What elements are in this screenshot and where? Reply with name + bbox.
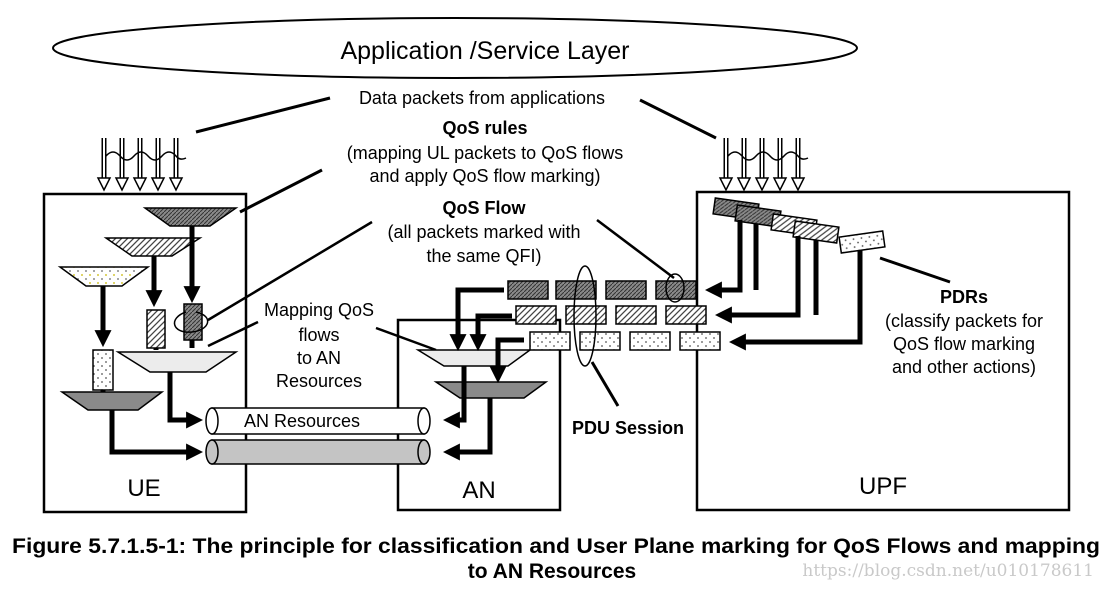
ue-flow-loop <box>173 311 209 333</box>
pointer-line-qos-flow-ue <box>207 220 373 322</box>
mapping-line1: Mapping QoS <box>264 300 374 320</box>
pdu-packet-hatched-4 <box>665 305 707 325</box>
application-layer-label: Application /Service Layer <box>340 37 629 65</box>
ue-mapper-lower <box>59 391 165 411</box>
ue-classifier-hatched <box>103 237 203 257</box>
an-resources-pipe-upper <box>205 407 431 435</box>
ue-arrow-to-an-resources-upper <box>167 372 204 429</box>
an-entry-arrow-2 <box>469 313 512 352</box>
ue-mapper-upper <box>115 351 239 373</box>
pdu-packet-dark-1 <box>507 280 549 300</box>
ue-box <box>42 192 248 514</box>
qos-flow-line1: (all packets marked with <box>387 222 580 242</box>
watermark: https://blog.csdn.net/u010178611 <box>802 561 1094 581</box>
an-resources-label: AN Resources <box>244 411 360 431</box>
pdu-session-ellipse <box>573 265 597 367</box>
pdu-session-label: PDU Session <box>572 418 684 438</box>
pdu-packet-hatched-3 <box>615 305 657 325</box>
qos-flow-loop-upf <box>665 273 685 303</box>
pdrs-line1: (classify packets for <box>885 311 1043 331</box>
qos-rules-line1: (mapping UL packets to QoS flows <box>347 143 623 163</box>
pointer-line-mapping-an <box>375 326 437 352</box>
pointer-line-qos-flow-upf <box>596 219 675 279</box>
pdu-packet-dotted-2 <box>579 331 621 351</box>
qos-rules-line2: and apply QoS flow marking) <box>369 166 600 186</box>
upf-pdr-hatched-2 <box>792 220 840 244</box>
pdrs-line3: and other actions) <box>892 357 1036 377</box>
an-entry-arrow-3 <box>489 337 524 384</box>
upf-arrow-row-dark <box>704 220 743 299</box>
application-layer-ellipse <box>52 17 858 79</box>
qos-rules-title: QoS rules <box>442 118 527 138</box>
caption-line2: to AN Resources <box>468 560 636 583</box>
pointer-line-mapping-ue <box>207 320 259 348</box>
ue-arrow-to-an-resources-lower <box>109 410 204 461</box>
pdrs-line2: QoS flow marking <box>893 334 1035 354</box>
an-resources-pipe-lower <box>205 439 431 465</box>
pdu-packet-dotted-1 <box>529 331 571 351</box>
qos-flow-title: QoS Flow <box>443 198 527 218</box>
qos-flow-line2: the same QFI) <box>426 246 541 266</box>
upf-packet-arrows <box>718 138 809 192</box>
upf-box <box>695 190 1071 512</box>
pdu-packet-hatched-1 <box>515 305 557 325</box>
pointer-line-pdrs <box>879 256 951 284</box>
upf-pdr-dotted <box>838 230 886 254</box>
pointer-line-qos-rules <box>239 168 323 214</box>
data-packets-label: Data packets from applications <box>359 88 605 108</box>
pdu-packet-dotted-3 <box>629 331 671 351</box>
ue-flow-dotted <box>92 349 114 391</box>
pdu-packet-hatched-2 <box>565 305 607 325</box>
mapping-line3: to AN <box>297 348 341 368</box>
pdrs-title: PDRs <box>940 287 988 307</box>
caption-line1: Figure 5.7.1.5-1: The principle for clas… <box>12 535 1100 558</box>
ue-label: UE <box>127 475 160 502</box>
ue-packet-arrows <box>96 138 187 192</box>
pointer-line-upf-packets <box>639 98 717 140</box>
mapping-line4: Resources <box>276 371 362 391</box>
pdu-packet-dotted-4 <box>679 331 721 351</box>
pointer-line-ue-packets <box>195 96 331 134</box>
pdu-packet-dark-4 <box>655 280 697 300</box>
ue-flow-hatched <box>146 309 166 349</box>
upf-arrow-row-dotted <box>728 250 863 351</box>
mapping-line2: flows <box>298 325 339 345</box>
an-arrow-upper <box>442 366 467 429</box>
ue-classifier-dark <box>142 207 239 227</box>
an-mapper-lower <box>433 381 549 399</box>
upf-label: UPF <box>859 473 907 500</box>
pdu-packet-dark-3 <box>605 280 647 300</box>
pointer-line-pdu-session <box>590 361 620 407</box>
an-mapper-upper <box>415 349 533 367</box>
ue-flow-dark <box>183 303 203 341</box>
ue-classifier-dotted <box>57 266 151 287</box>
upf-arrow-row-hatched <box>714 236 801 324</box>
an-arrow-lower <box>442 398 493 461</box>
an-label: AN <box>462 477 495 504</box>
an-entry-arrow-1 <box>449 287 504 352</box>
